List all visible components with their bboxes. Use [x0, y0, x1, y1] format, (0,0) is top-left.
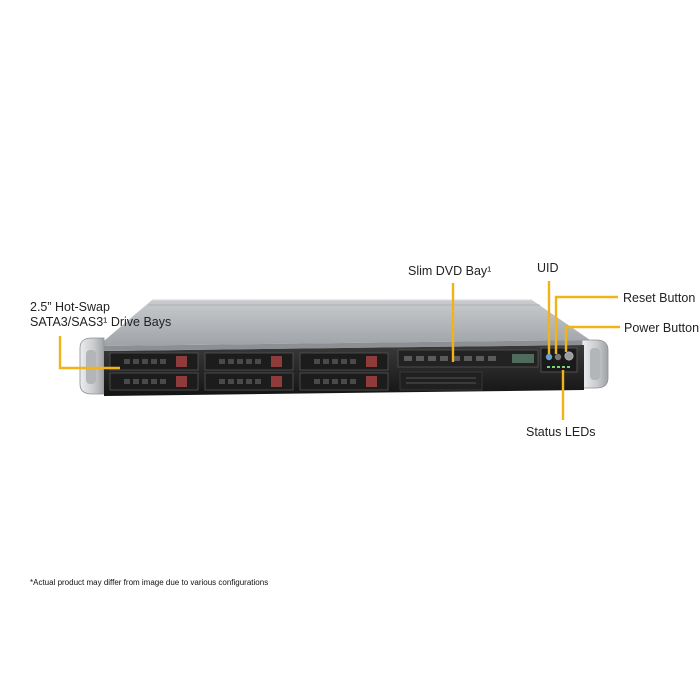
drive-tray[interactable]	[109, 352, 199, 371]
drive-release-latch	[366, 376, 377, 387]
right-rack-handle	[581, 339, 609, 389]
reset-callout-line	[554, 295, 618, 354]
drive-tray[interactable]	[204, 372, 294, 391]
slim-dvd-label: Slim DVD Bay¹	[408, 264, 492, 278]
slim-dvd-bay	[397, 349, 539, 368]
drive-bays-callout-line	[58, 336, 120, 370]
uid-button	[545, 353, 553, 361]
uid-label: UID	[537, 261, 559, 275]
status-led-row	[547, 366, 570, 368]
drive-release-latch	[271, 376, 282, 387]
chassis-top	[98, 300, 590, 346]
drive-bays-label-line1: 2.5” Hot-Swap	[30, 300, 110, 314]
drive-tray[interactable]	[109, 372, 199, 391]
chassis-front-rim	[98, 340, 590, 351]
drive-release-latch	[176, 376, 187, 387]
drive-bays	[109, 352, 389, 391]
drive-tray[interactable]	[299, 372, 389, 391]
drive-release-latch	[271, 356, 282, 367]
reset-button-label: Reset Button	[623, 291, 696, 305]
drive-release-latch	[176, 356, 187, 367]
drive-tray[interactable]	[299, 352, 389, 371]
power-button	[564, 351, 574, 361]
front-vents	[399, 371, 483, 391]
power-callout-line	[564, 325, 620, 352]
power-button-label: Power Button	[624, 321, 700, 335]
callout-lines	[58, 281, 620, 420]
left-rack-handle	[79, 337, 105, 395]
status-leds-label: Status LEDs	[526, 425, 596, 439]
drive-tray[interactable]	[204, 352, 294, 371]
disclaimer-footnote: *Actual product may differ from image du…	[30, 578, 269, 587]
drive-bays-label-line2: SATA3/SAS3¹ Drive Bays	[30, 315, 172, 329]
control-panel	[540, 347, 578, 373]
drive-release-latch	[366, 356, 377, 367]
reset-button	[554, 353, 562, 361]
